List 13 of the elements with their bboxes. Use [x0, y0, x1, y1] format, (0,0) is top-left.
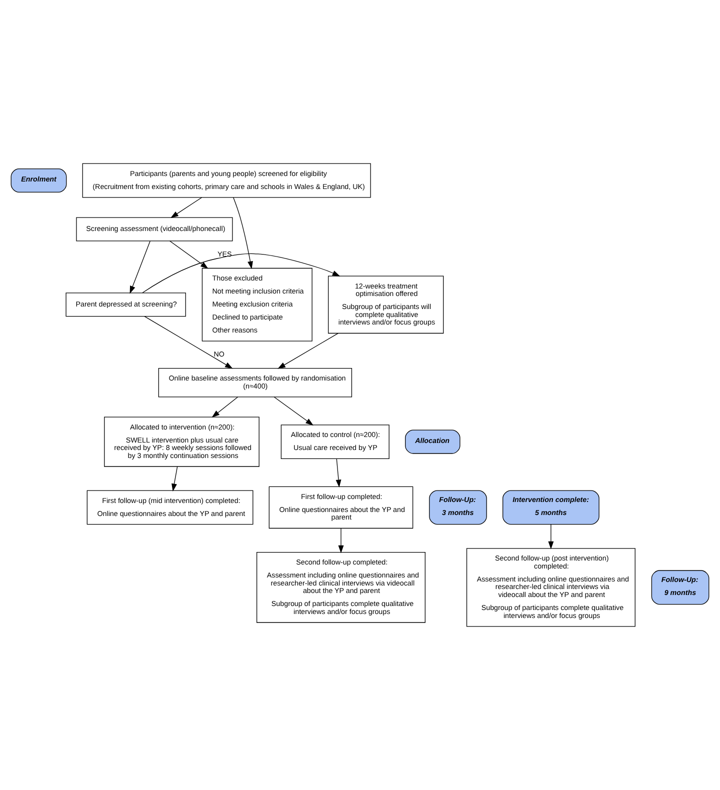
- arrow: [278, 333, 338, 369]
- arrow: [144, 316, 233, 369]
- arrow: [338, 528, 344, 554]
- arrow: [336, 458, 342, 488]
- arrow: [233, 197, 253, 270]
- arrow: [212, 396, 238, 418]
- arrow: [172, 466, 178, 492]
- arrow: [548, 524, 554, 550]
- arrow: [170, 197, 202, 218]
- arrow: [169, 240, 208, 269]
- arrow: [142, 253, 340, 294]
- arrow: [130, 240, 150, 294]
- arrow: [274, 396, 314, 426]
